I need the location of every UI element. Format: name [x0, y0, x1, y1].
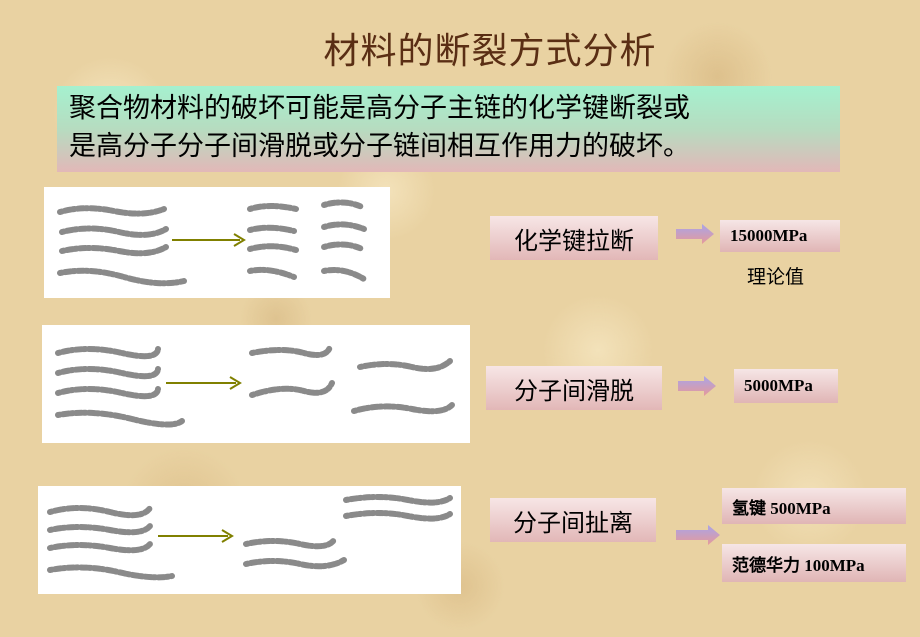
hydrogen-bond-value: 氢键 500MPa — [722, 488, 906, 524]
chain — [59, 225, 169, 238]
mechanism-label-bond-breaking: 化学键拉断 — [490, 216, 658, 260]
chain — [55, 386, 161, 400]
chain — [249, 380, 335, 398]
chain — [343, 494, 453, 506]
chain — [321, 199, 365, 210]
chain — [357, 358, 453, 372]
diagram-arrow — [158, 529, 234, 543]
strength-value: 15000MPa — [720, 220, 840, 252]
van-der-waals-value: 范德华力 100MPa — [722, 544, 906, 582]
strength-value: 5000MPa — [734, 369, 838, 403]
theoretical-value-note: 理论值 — [747, 266, 805, 288]
chain — [351, 402, 455, 415]
pointer-arrow-icon — [676, 224, 714, 244]
chain — [321, 221, 367, 232]
diagram-arrow — [166, 376, 242, 390]
chain — [343, 510, 453, 522]
chain — [247, 266, 297, 280]
chain — [55, 346, 161, 360]
chain — [247, 203, 299, 212]
chain — [55, 366, 161, 380]
chain — [47, 523, 153, 536]
chain — [57, 205, 167, 217]
chain — [59, 244, 169, 257]
intro-line-2: 是高分子分子间滑脱或分子链间相互作用力的破坏。 — [69, 131, 690, 162]
pointer-arrow-icon — [678, 376, 716, 396]
intro-line-1: 聚合物材料的破坏可能是高分子主链的化学键断裂或 — [69, 93, 690, 124]
chain — [57, 267, 187, 287]
chain — [249, 344, 333, 358]
chain — [243, 557, 347, 570]
bond-breaking-diagram — [44, 187, 390, 298]
mechanism-label-slippage: 分子间滑脱 — [486, 366, 662, 410]
diagram-arrow — [172, 233, 246, 247]
chain — [321, 267, 367, 282]
chain — [47, 541, 153, 554]
pointer-arrow-icon — [676, 525, 720, 545]
chain — [243, 537, 337, 550]
chain — [321, 241, 365, 252]
mechanism-label-separation: 分子间扯离 — [490, 498, 656, 542]
page-title: 材料的断裂方式分析 — [323, 31, 657, 72]
intro-box: 聚合物材料的破坏可能是高分子主链的化学键断裂或 是高分子分子间滑脱或分子链间相互… — [57, 86, 840, 172]
chain — [247, 224, 297, 234]
chain — [47, 564, 175, 581]
chain — [47, 505, 153, 519]
chain — [55, 409, 185, 428]
chain-slippage-diagram — [42, 325, 470, 443]
chain — [247, 243, 299, 253]
chain-separation-diagram — [38, 486, 461, 594]
